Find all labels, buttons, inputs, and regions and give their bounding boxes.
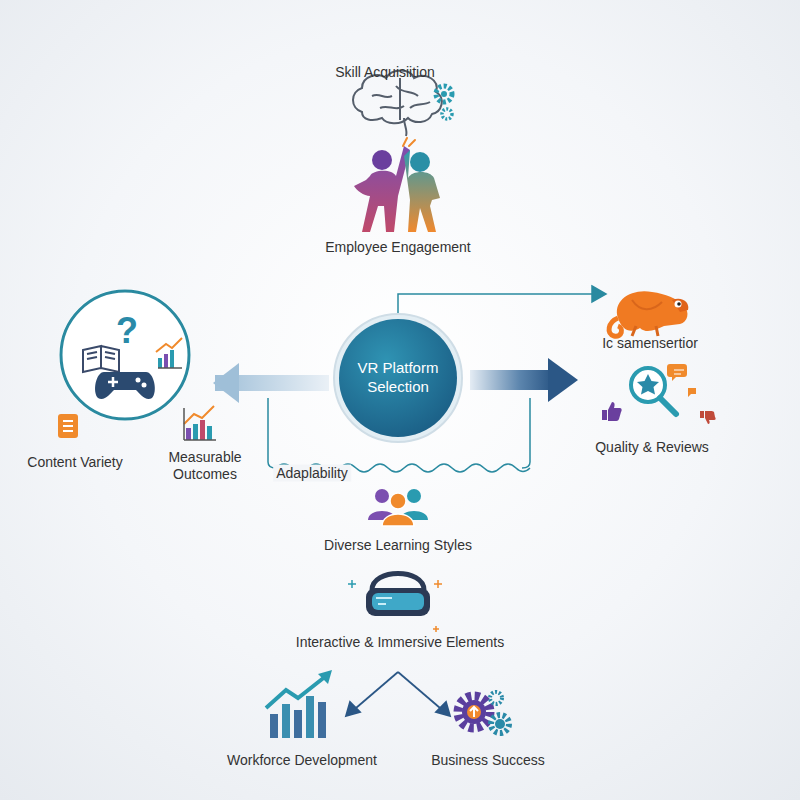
svg-text:?: ? xyxy=(116,310,138,351)
book-icon xyxy=(83,346,119,372)
caption-label: Employee Engagement xyxy=(325,239,471,256)
caption-label: Interactive & Immersive Elements xyxy=(296,634,505,651)
topic-label: Content Variety xyxy=(27,454,122,471)
people-high-five xyxy=(354,138,440,232)
reviews-icon xyxy=(602,364,716,424)
question-icon: ? xyxy=(116,310,138,351)
business-gears-icon xyxy=(458,692,509,733)
gear-icon xyxy=(436,86,452,119)
gamepad-icon xyxy=(95,372,155,399)
caption-label: Quality & Reviews xyxy=(595,439,709,456)
right-arrow xyxy=(470,358,578,402)
topic-label: Measurable Outcomes xyxy=(157,449,253,483)
split-arrows xyxy=(346,672,450,716)
heading-label: Skill Acquisiition xyxy=(335,64,435,81)
growth-chart-icon xyxy=(266,670,332,738)
small-chart-icon xyxy=(156,338,182,368)
caption-label: Business Success xyxy=(431,752,545,769)
caption-label: Workforce Development xyxy=(227,752,377,769)
brain-icon xyxy=(353,71,442,137)
circle-outline xyxy=(59,289,191,421)
group-icon xyxy=(368,489,428,526)
topic-circle: Content VarietyMeasurable Outcomes xyxy=(59,289,191,421)
bracket-label: Adaplability xyxy=(273,465,351,482)
selection-circle: VR Platform Selection xyxy=(333,313,463,443)
chameleon-icon xyxy=(609,291,688,336)
thin-arrow xyxy=(398,286,606,314)
outcomes-chart-icon xyxy=(184,406,216,440)
vr-goggles-icon xyxy=(348,574,442,633)
caption-label: Ic samensertior xyxy=(602,335,698,352)
content-book-icon xyxy=(58,414,78,438)
node-title: VR Platform Selection xyxy=(346,359,450,397)
flow-arrow xyxy=(215,375,329,391)
caption-label: Diverse Learning Styles xyxy=(324,537,472,554)
